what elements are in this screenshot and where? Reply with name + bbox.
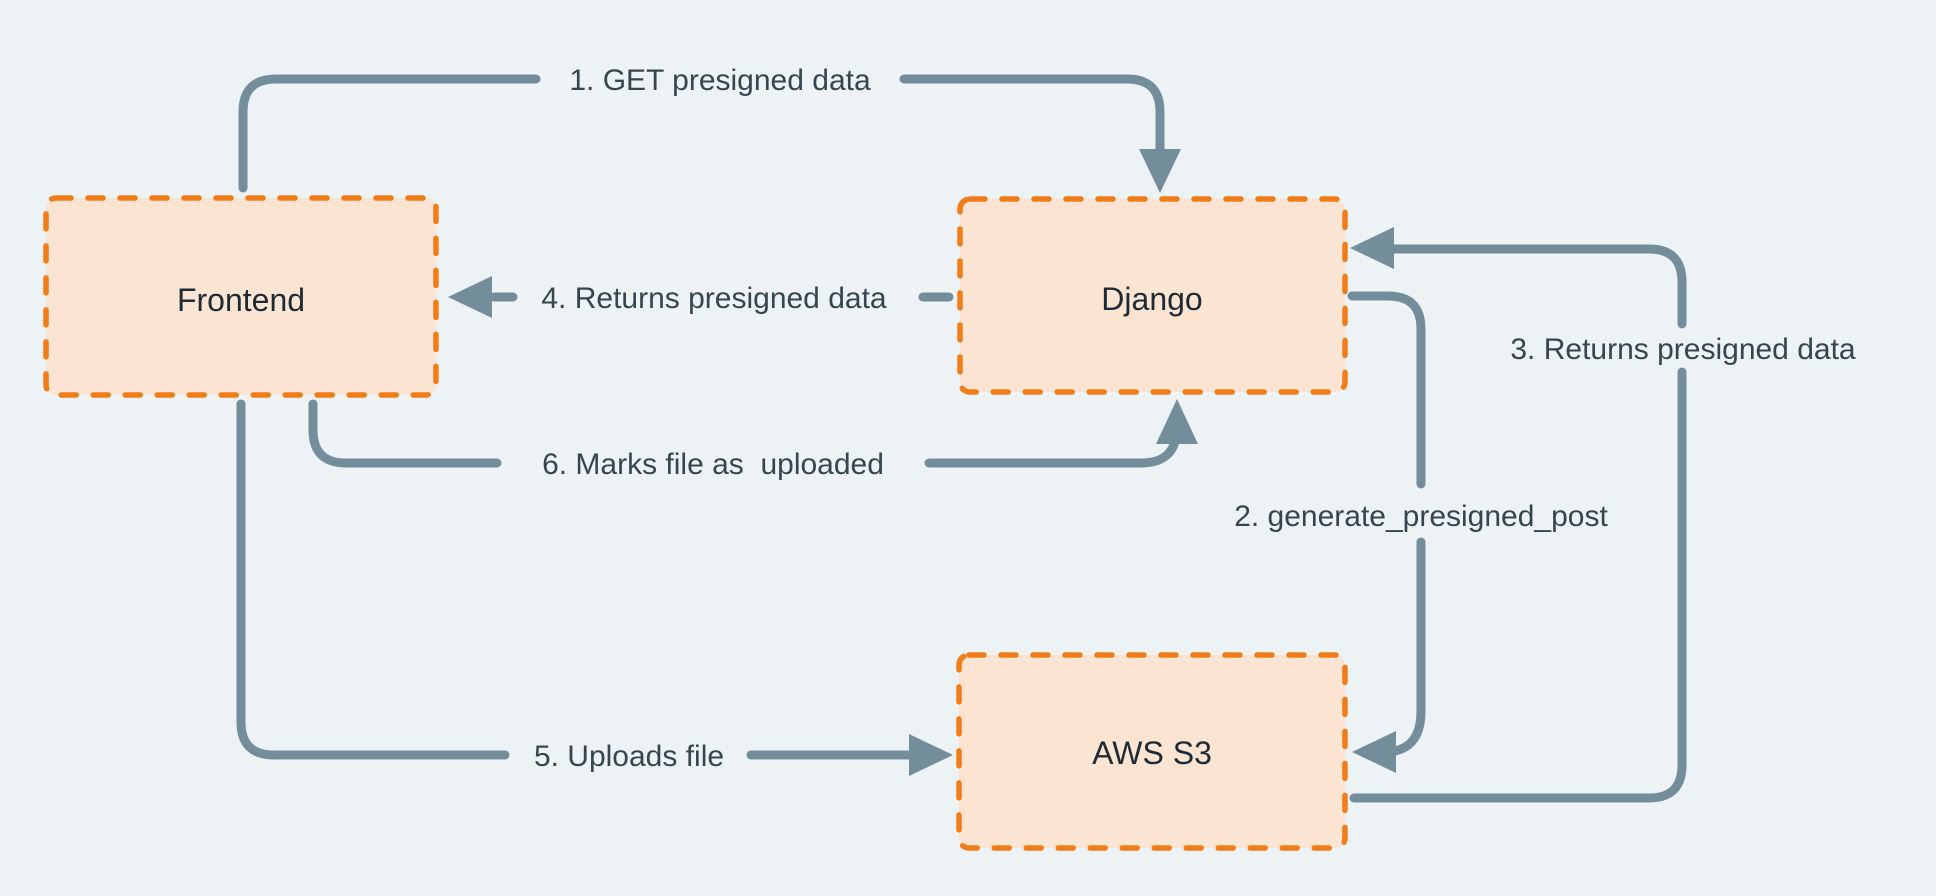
edge-label-step3: 3. Returns presigned data xyxy=(1510,333,1856,366)
edge-step3-segment-start xyxy=(1349,367,1687,803)
edge-step3-segment-end xyxy=(1387,244,1687,329)
arrowhead-step2-into-s3-right xyxy=(1352,731,1396,773)
arrowhead-step4-into-frontend-right xyxy=(448,276,492,318)
node-aws-s3: AWS S3 xyxy=(956,652,1348,851)
edge-lines xyxy=(236,74,1687,803)
django-label: Django xyxy=(1101,281,1202,317)
arrowhead-step3-into-django-right xyxy=(1350,227,1394,269)
aws-s3-box xyxy=(956,652,1348,851)
edge-step5-segment-start xyxy=(236,399,510,760)
node-frontend: Frontend xyxy=(43,195,439,398)
edge-step1-segment-start xyxy=(238,74,541,193)
edge-label-step5: 5. Uploads file xyxy=(534,740,724,773)
aws-s3-label: AWS S3 xyxy=(1092,735,1212,771)
edge-label-step6: 6. Marks file as uploaded xyxy=(542,448,884,481)
arrowhead-step6-into-django-bottom xyxy=(1156,399,1198,444)
edge-labels: 1. GET presigned data 2. generate_presig… xyxy=(534,64,1856,773)
edge-label-step2: 2. generate_presigned_post xyxy=(1234,500,1608,533)
edge-label-step4: 4. Returns presigned data xyxy=(541,282,887,315)
arrowhead-step5-into-s3-left xyxy=(909,734,953,776)
edge-step2-segment-end xyxy=(1379,537,1426,757)
django-box xyxy=(957,196,1348,395)
edge-step1-segment-end xyxy=(899,74,1165,157)
edge-step6-segment-start xyxy=(308,399,502,468)
edge-step2-segment-start xyxy=(1347,291,1426,489)
frontend-label: Frontend xyxy=(177,282,305,318)
frontend-box xyxy=(43,195,439,398)
edge-step6-segment-end xyxy=(924,422,1182,468)
node-django: Django xyxy=(957,196,1348,395)
edge-label-step1: 1. GET presigned data xyxy=(569,64,871,97)
arrowhead-step1-into-django-top xyxy=(1139,149,1181,193)
